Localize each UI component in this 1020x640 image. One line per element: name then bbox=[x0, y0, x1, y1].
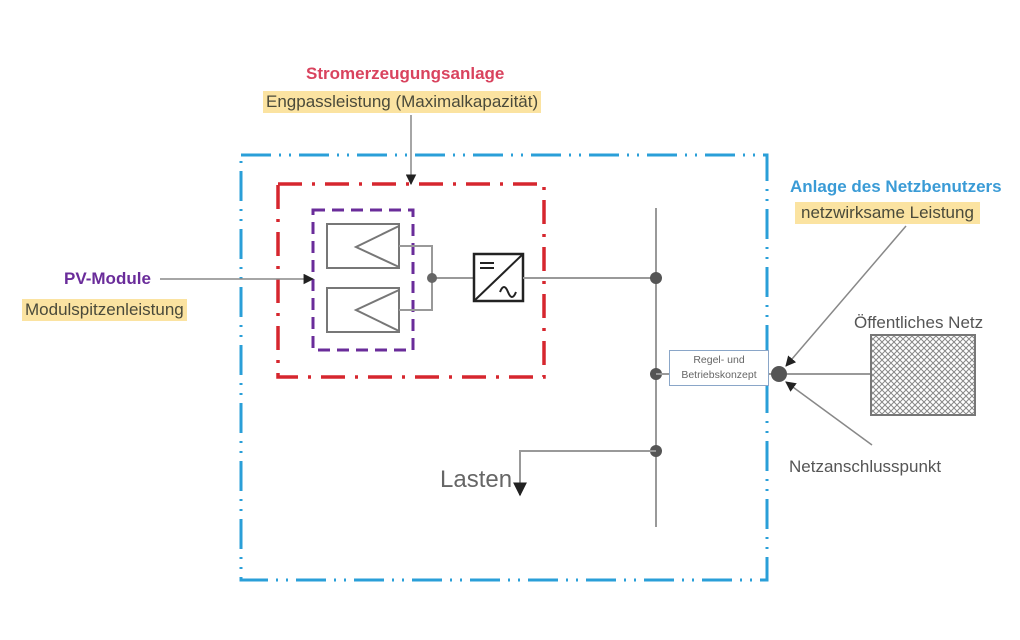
regel-betriebskonzept-box: Regel- und Betriebskonzept bbox=[669, 350, 769, 386]
pv-junction-node bbox=[427, 273, 437, 283]
netzanschlusspunkt-node bbox=[771, 366, 787, 382]
stromerzeugungsanlage-subtitle: Engpassleistung (Maximalkapazität) bbox=[263, 91, 542, 113]
connection-point-label: Netzanschlusspunkt bbox=[789, 457, 942, 476]
pv-panel-icon bbox=[326, 287, 400, 333]
inverter-icon bbox=[472, 252, 525, 303]
pv-module-title: PV-Module bbox=[64, 269, 151, 288]
netzbenutzer-title: Anlage des Netzbenutzers bbox=[790, 177, 1002, 196]
loads-line bbox=[513, 450, 656, 497]
loads-label: Lasten bbox=[440, 466, 513, 493]
netzbenutzer-boundary bbox=[239, 153, 769, 582]
control-box-line1: Regel- und bbox=[693, 354, 745, 366]
netzbenutzer-pointer bbox=[785, 225, 907, 367]
stromerzeugungsanlage-boundary bbox=[276, 182, 546, 379]
stromerzeugungsanlage-title: Stromerzeugungsanlage bbox=[306, 64, 505, 83]
netzanschlusspunkt-pointer bbox=[785, 381, 873, 446]
pv-module-subtitle: Modulspitzenleistung bbox=[22, 299, 187, 321]
public-grid-label: Öffentliches Netz bbox=[854, 313, 984, 332]
public-grid-box bbox=[870, 334, 976, 416]
pv-panel-icon bbox=[326, 223, 400, 269]
control-box-line2: Betriebskonzept bbox=[681, 369, 757, 381]
bus-node-pv bbox=[650, 272, 662, 284]
netzbenutzer-subtitle: netzwirksame Leistung bbox=[795, 202, 980, 224]
